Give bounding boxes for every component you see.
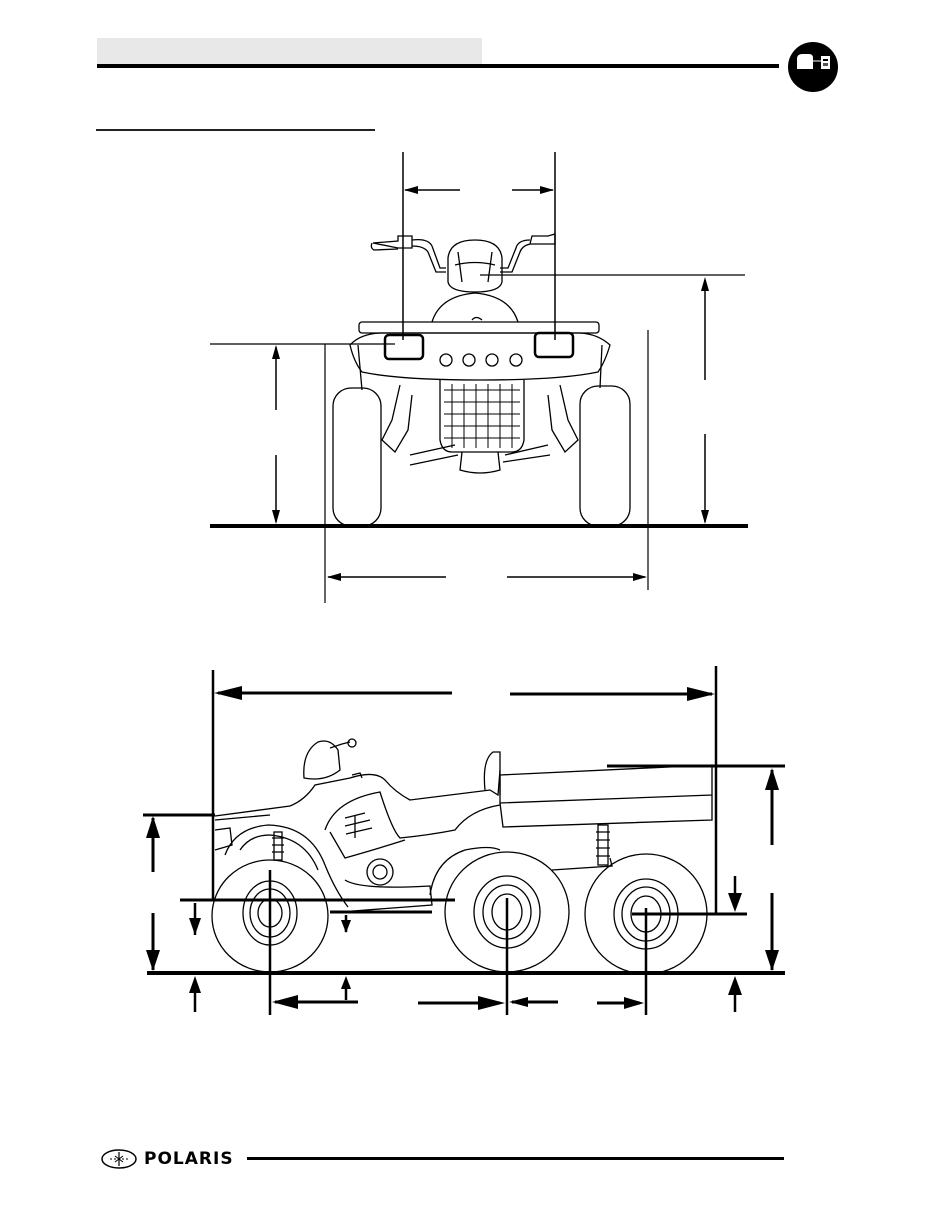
side-view-atv-drawing <box>211 738 713 975</box>
polaris-star-logo-icon <box>101 1149 137 1169</box>
section-heading-rule <box>96 129 375 131</box>
front-view-atv-drawing <box>332 233 631 527</box>
front-view-dimension-lines <box>210 152 748 603</box>
side-view-dimension-lines <box>143 666 785 1015</box>
header-rule <box>97 64 779 68</box>
header-title-box <box>97 38 482 65</box>
footer-brand-name: POLARIS <box>144 1149 234 1169</box>
footer-brand-logo: POLARIS <box>100 1148 234 1170</box>
chapter-tab-icon <box>788 42 838 92</box>
footer-rule <box>247 1157 784 1160</box>
general-info-tab-icon <box>797 54 830 69</box>
